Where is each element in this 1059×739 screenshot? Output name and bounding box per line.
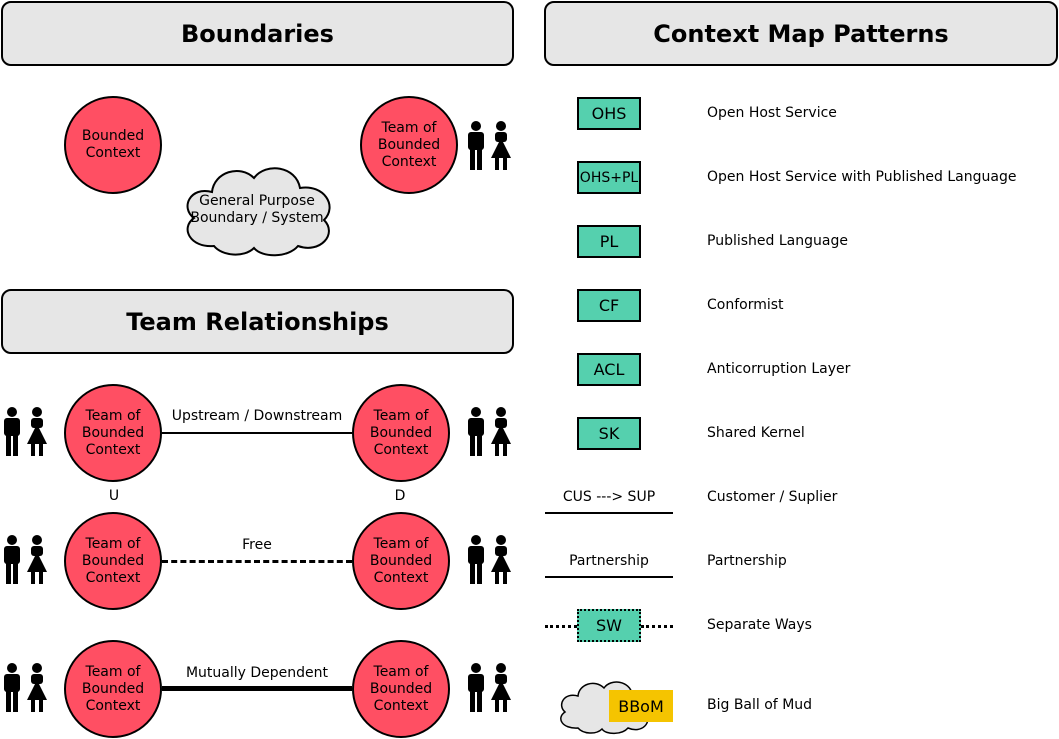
general-purpose-label: General Purpose Boundary / System [190,193,324,226]
sk-box: SK [577,417,641,450]
context-map-header: Context Map Patterns [544,1,1058,66]
relation-line-upstream-downstream [162,432,352,434]
boundaries-header: Boundaries [1,1,514,66]
relation-line-mutually-dependent [162,686,352,691]
cloud-icon [186,167,331,257]
cus-sup-line [545,512,673,514]
relation-line-free [162,560,352,563]
sk-name: Shared Kernel [707,425,805,441]
context-map-title: Context Map Patterns [653,19,949,48]
relation-label-1: Upstream / Downstream [171,408,343,424]
people-icon [468,407,511,456]
downstream-marker: D [394,488,406,504]
acl-name: Anticorruption Layer [707,361,851,377]
separate-ways-line-left [545,625,577,628]
relation-label-3: Mutually Dependent [185,665,329,681]
people-icon [4,407,47,456]
boundaries-title: Boundaries [181,19,334,48]
ohs-box: OHS [577,97,641,130]
partnership-name: Partnership [707,553,787,569]
people-icon [4,663,47,712]
ohs-pl-name: Open Host Service with Published Languag… [707,169,1017,185]
cus-sup-name: Customer / Suplier [707,489,838,505]
bbom-name: Big Ball of Mud [707,697,813,713]
separate-ways-line-right [641,625,673,628]
team-bounded-context-circle: Team of Bounded Context [360,96,458,194]
people-icon [4,535,47,584]
pl-name: Published Language [707,233,848,249]
sw-box: SW [577,609,641,642]
ohs-pl-box: OHS+PL [577,161,641,194]
bbom-box: BBoM [609,690,673,722]
people-icon [468,535,511,584]
partnership-line [545,576,673,578]
team-context-left-2: Team of Bounded Context [64,512,162,610]
team-bounded-context-label: Team of Bounded Context [377,119,441,170]
team-relationships-title: Team Relationships [126,307,389,336]
bounded-context-label: Bounded Context [81,128,145,161]
team-context-left-1: Team of Bounded Context [64,384,162,482]
team-context-right-1: Team of Bounded Context [352,384,450,482]
team-context-left-3: Team of Bounded Context [64,640,162,738]
team-relationships-header: Team Relationships [1,289,514,354]
people-icon [468,121,511,170]
relation-label-2: Free [242,537,272,553]
sw-name: Separate Ways [707,617,812,633]
pl-box: PL [577,225,641,258]
team-context-right-2: Team of Bounded Context [352,512,450,610]
cus-sup-code: CUS ---> SUP [562,489,656,505]
ohs-name: Open Host Service [707,105,837,121]
cf-box: CF [577,289,641,322]
upstream-marker: U [108,488,120,504]
bounded-context-circle: Bounded Context [64,96,162,194]
acl-box: ACL [577,353,641,386]
cf-name: Conformist [707,297,784,313]
team-context-right-3: Team of Bounded Context [352,640,450,738]
people-icon [468,663,511,712]
partnership-code: Partnership [569,553,649,569]
